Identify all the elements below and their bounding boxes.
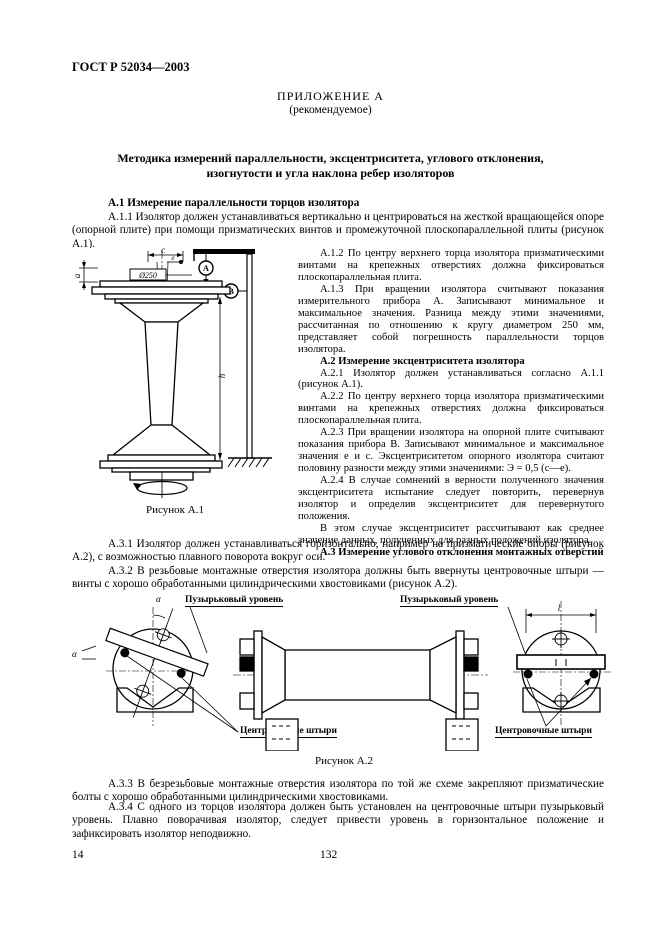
paragraph-a34: А.3.4 С одного из торцов изолятора долже… [72,801,604,840]
svg-text:e: e [171,253,175,262]
svg-text:h: h [217,373,227,378]
paragraph-a12: А.1.2 По центру верхнего торца изолятора… [298,248,604,283]
figure-a2-caption: Рисунок А.2 [315,755,373,767]
paragraph-a31: А.3.1 Изолятор должен устанавливаться го… [72,538,604,564]
svg-text:Ø250: Ø250 [138,271,157,280]
section-a3-heading: А.3 Измерение углового отклонения монтаж… [320,546,604,558]
right-text-column: А.1.2 По центру верхнего торца изолятора… [298,248,604,559]
svg-text:c: c [161,248,165,255]
end-view-right: l [513,601,611,727]
figure-a1-drawing: А В c e [74,248,272,498]
dimension-a [79,260,98,290]
leader-line [507,606,526,654]
paragraph-a33: А.3.3 В безрезьбовые монтажные отверстия… [72,778,604,804]
side-view-insulator [233,630,488,751]
insulator-drawing [91,280,231,481]
svg-text:a: a [74,273,82,278]
leader-line [189,606,208,654]
diameter-250-label: Ø250 [129,268,192,281]
dimension-l [525,609,597,633]
figure-a2-label-pins-right: Центровочные штыри [495,726,592,738]
paragraph-a23: А.2.3 При вращении изолятора на опорной … [298,427,604,475]
paragraph-a32: А.3.2 В резьбовые монтажные отверстия из… [72,565,604,591]
paragraph-a24: А.2.4 В случае сомнений в верности получ… [298,475,604,522]
appendix-subtitle: (рекомендуемое) [289,104,372,116]
rotation-arrow-icon [133,472,188,498]
paragraph-a22: А.2.2 По центру верхнего торца изолятора… [298,391,604,427]
page-number-left: 14 [72,849,84,861]
svg-text:l: l [558,603,561,613]
dimension-h [218,297,222,460]
measuring-stand [193,249,272,468]
svg-text:В: В [228,286,234,296]
paragraph-a24-note: В этом случае эксцентриситет рассчитываю… [298,522,604,546]
paragraph-a13: А.1.3 При вращении изолятора считывают п… [298,283,604,355]
figure-a1-caption: Рисунок А.1 [146,504,204,516]
page-title-line2: изогнутости и угла наклона ребер изолято… [206,166,455,180]
figure-a2: Пузырьковый уровень Пузырьковый уровень … [68,593,620,773]
dimension-c [147,251,184,262]
section-a2-heading: А.2 Измерение эксцентриситета изолятора [320,355,525,367]
figure-a2-label-level-left: Пузырьковый уровень [185,595,284,607]
figure-a2-drawing: α α [72,594,611,751]
svg-text:А: А [203,263,210,273]
section-a1-heading: А.1 Измерение параллельности торцов изол… [108,197,360,209]
svg-text:α: α [156,594,161,604]
appendix-title: ПРИЛОЖЕНИЕ А [277,89,384,103]
alpha-arc [152,614,166,619]
dimension-e: e [167,253,183,264]
end-view-left: α α [72,594,239,733]
page-number-center: 132 [320,849,338,861]
paragraph-a21: А.2.1 Изолятор должен устанавливаться со… [298,367,604,391]
figure-a2-label-level-right: Пузырьковый уровень [400,595,499,607]
svg-text:α: α [72,649,77,659]
document-header: ГОСТ Р 52034—2003 [72,60,190,74]
paragraph-a11: А.1.1 Изолятор должен устанавливаться ве… [72,211,604,250]
page-title: Методика измерений параллельности, эксце… [40,151,621,181]
figure-a1: А В c e [74,248,306,516]
page-title-line1: Методика измерений параллельности, эксце… [117,151,544,165]
